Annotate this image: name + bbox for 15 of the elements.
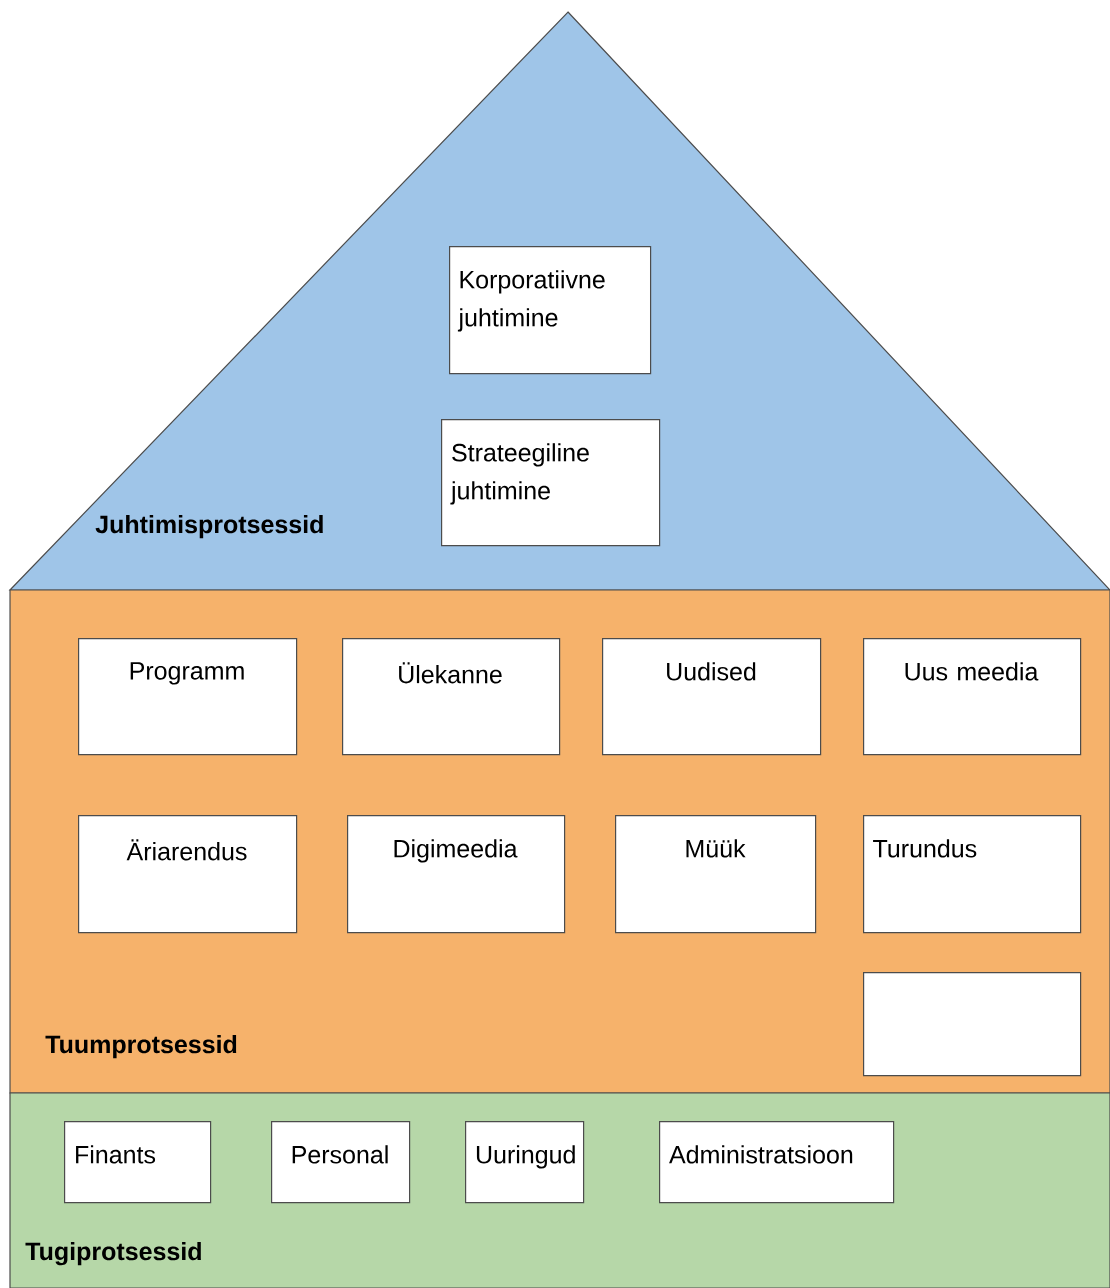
process-box: Ülekanne	[342, 638, 561, 756]
process-box: Administratsioon	[659, 1121, 895, 1204]
process-box: Äriarendus	[78, 815, 298, 934]
process-box: Digimeedia	[347, 815, 566, 934]
process-box: Programm	[78, 638, 298, 756]
process-box: Finants	[64, 1121, 212, 1204]
process-box: Turundus	[863, 815, 1082, 934]
process-box: Müük	[615, 815, 817, 934]
empty-box	[863, 972, 1082, 1077]
process-box: Korporatiivne juhtimine	[449, 246, 652, 375]
process-box: Uudised	[602, 638, 822, 756]
process-box: Personal	[271, 1121, 411, 1204]
process-box: Uuringud	[465, 1121, 585, 1204]
process-box: Strateegiline juhtimine	[441, 419, 661, 547]
process-box: Uus meedia	[863, 638, 1082, 756]
